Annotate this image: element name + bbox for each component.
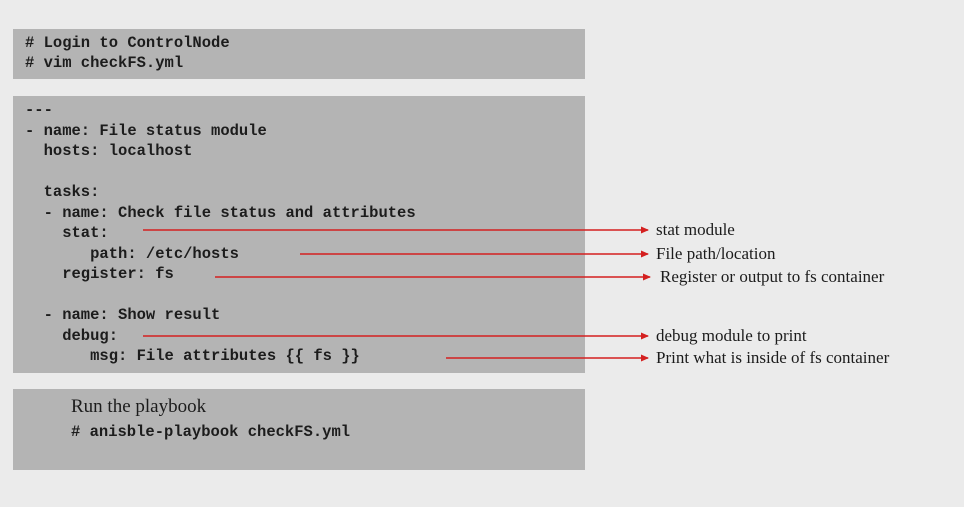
run-playbook-command: # anisble-playbook checkFS.yml: [71, 423, 351, 441]
run-playbook-label: Run the playbook: [71, 396, 207, 417]
yaml-code-line: stat:: [25, 224, 109, 242]
annotation-register: Register or output to fs container: [660, 267, 885, 286]
yaml-code-line: hosts: localhost: [25, 142, 193, 160]
login-code-box: # Login to ControlNode # vim checkFS.yml: [13, 29, 585, 79]
yaml-code-line: debug:: [25, 326, 119, 345]
run-playbook-box: Run the playbook # anisble-playbook chec…: [13, 389, 585, 470]
login-code-line: # Login to ControlNode: [25, 34, 230, 52]
login-code-line: # vim checkFS.yml: [25, 54, 184, 72]
annotation-print-fs: Print what is inside of fs container: [656, 348, 890, 367]
yaml-code-line: - name: File status module: [25, 121, 267, 140]
annotation-stat-module: stat module: [656, 220, 735, 239]
yaml-code-line: path: /etc/hosts: [25, 244, 239, 263]
annotation-file-path: File path/location: [656, 244, 776, 263]
yaml-code-line: register: fs: [25, 265, 174, 283]
yaml-code-line: tasks:: [25, 183, 100, 201]
yaml-code-line: - name: Check file status and attributes: [25, 203, 416, 222]
yaml-code-line: - name: Show result: [25, 306, 221, 324]
yaml-code-line: msg: File attributes {{ fs }}: [25, 347, 360, 365]
annotation-debug-module: debug module to print: [656, 326, 807, 345]
yaml-code-box: --- - name: File status module hosts: lo…: [13, 96, 585, 373]
yaml-code-line: ---: [25, 101, 53, 119]
